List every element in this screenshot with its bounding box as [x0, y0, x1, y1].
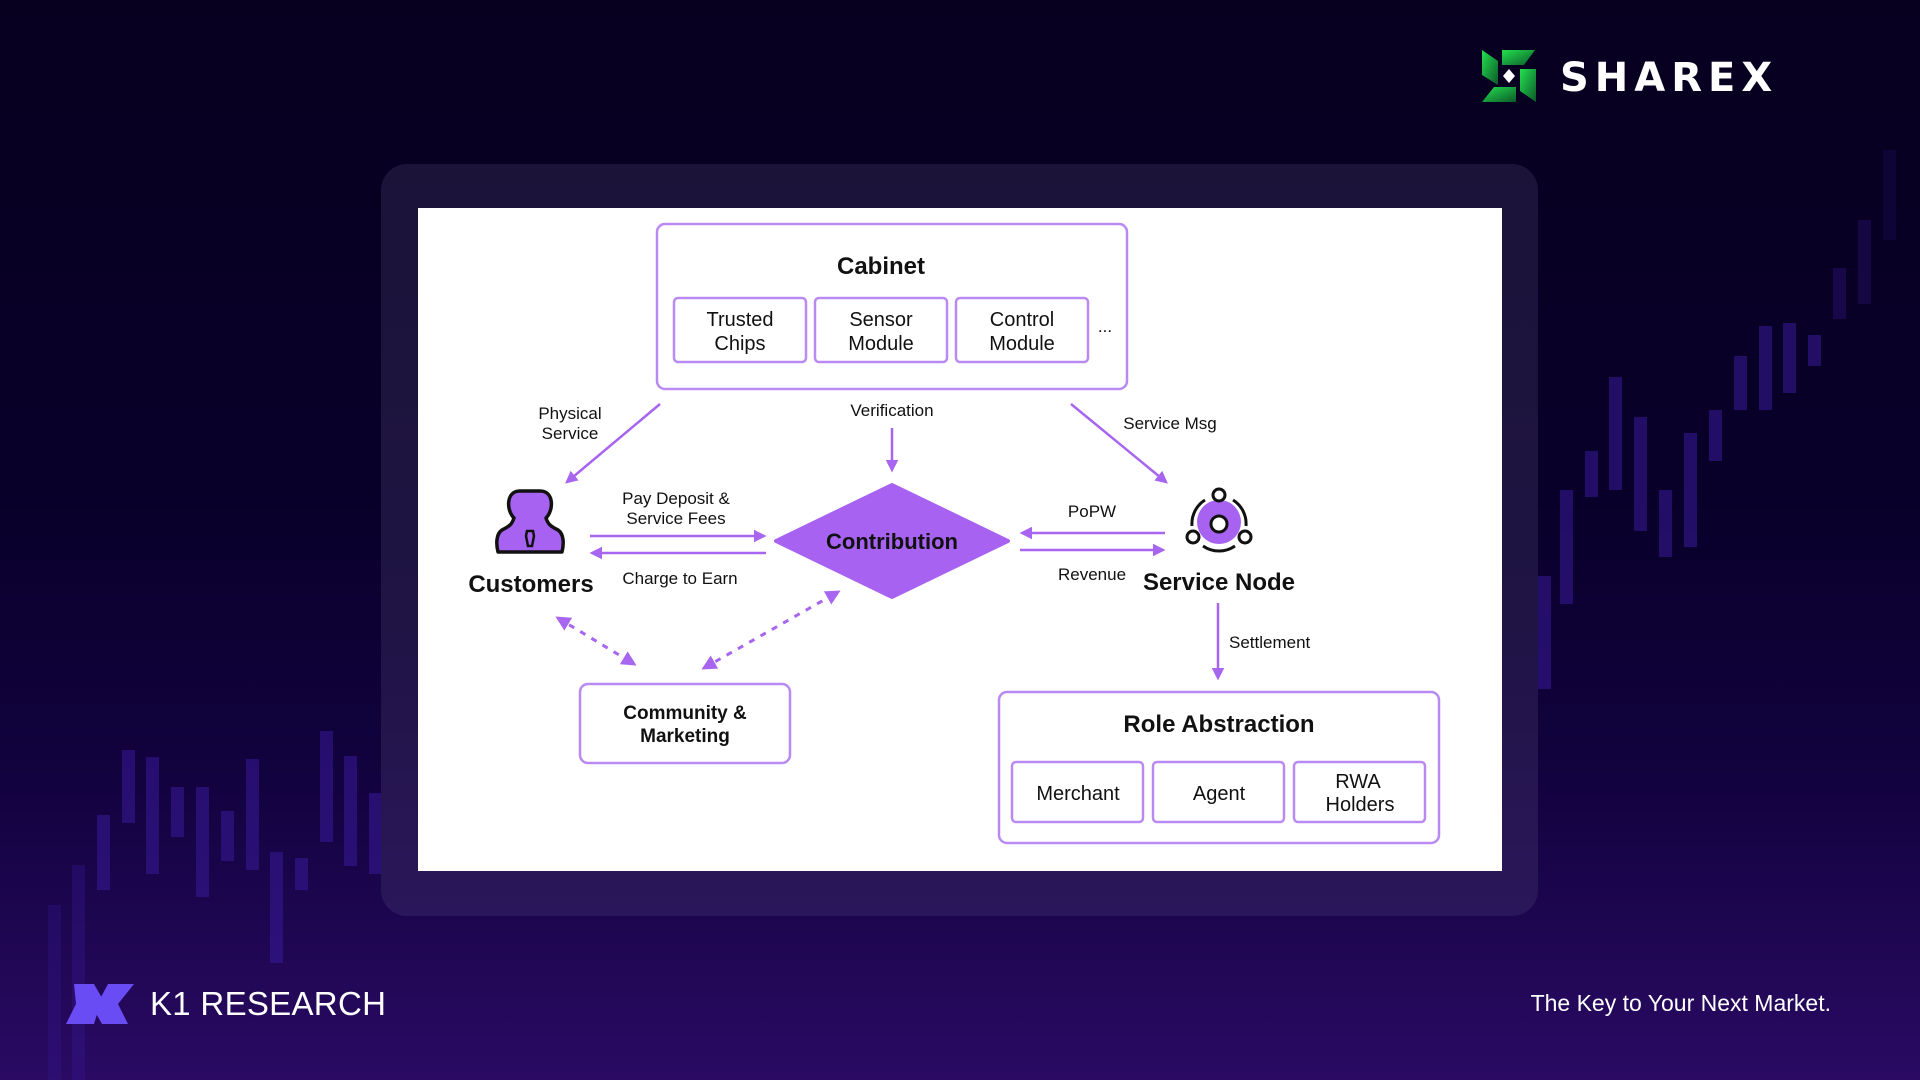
rwa-holders-label-line2: Holders — [1326, 794, 1395, 816]
cabinet-item-control-module — [954, 296, 1090, 364]
role-abstraction-group: Role Abstraction Merchant Agent RWA Hold… — [997, 690, 1441, 845]
rwa-holders-label-line1: RWA — [1335, 771, 1381, 793]
sensor-module-label-line1: Sensor — [849, 309, 913, 331]
customers-community-dotted-arrow — [555, 616, 637, 666]
community-contribution-dotted-arrow — [701, 590, 841, 670]
role-item-agent — [1151, 760, 1286, 824]
network-node-icon — [1185, 487, 1253, 553]
settlement-label: Settlement — [1229, 633, 1311, 652]
cabinet-title: Cabinet — [837, 253, 925, 280]
cabinet-group: Cabinet Trusted Chips Sensor Module Cont… — [655, 222, 1129, 391]
role-item-merchant — [1010, 760, 1145, 824]
cabinet-item-trusted-chips — [672, 296, 808, 364]
service-msg-arrow — [1070, 403, 1168, 484]
role-abstraction-title: Role Abstraction — [1123, 711, 1314, 738]
trusted-chips-label-line1: Trusted — [706, 309, 773, 331]
merchant-label: Merchant — [1036, 783, 1120, 805]
popw-label: PoPW — [1068, 502, 1116, 521]
k1-logo-icon — [66, 984, 134, 1024]
community-label-line2: Marketing — [640, 726, 730, 747]
community-label-line1: Community & — [623, 703, 747, 724]
pay-deposit-label-line1: Pay Deposit & — [622, 489, 730, 508]
physical-service-label-line1: Physical — [538, 404, 601, 423]
physical-service-label-line2: Service — [542, 424, 599, 443]
person-icon — [495, 489, 565, 554]
cabinet-more-ellipsis: ... — [1098, 317, 1112, 336]
verification-label: Verification — [850, 401, 933, 420]
sensor-module-label-line2: Module — [848, 333, 914, 355]
pay-deposit-label-line2: Service Fees — [626, 509, 725, 528]
trusted-chips-label-line2: Chips — [714, 333, 765, 355]
agent-label: Agent — [1193, 783, 1246, 805]
control-module-label-line1: Control — [990, 309, 1054, 331]
service-node-label: Service Node — [1143, 569, 1295, 596]
community-marketing-box — [578, 682, 792, 765]
customers-label: Customers — [468, 571, 593, 598]
role-item-rwa-holders — [1292, 760, 1427, 824]
contribution-diamond — [774, 483, 1010, 599]
k1-research-brand: K1 RESEARCH — [64, 984, 386, 1024]
physical-service-arrow — [565, 403, 661, 484]
k1-research-wordmark: K1 RESEARCH — [150, 985, 387, 1022]
contribution-label: Contribution — [826, 529, 958, 554]
charge-to-earn-label: Charge to Earn — [622, 569, 737, 588]
cabinet-item-sensor-module — [813, 296, 949, 364]
sharex-logo: SHAREX — [1482, 50, 1778, 102]
sharex-pinwheel-icon — [1482, 50, 1536, 102]
control-module-label-line2: Module — [989, 333, 1055, 355]
service-msg-label: Service Msg — [1123, 414, 1217, 433]
tagline: The Key to Your Next Market. — [1530, 990, 1831, 1016]
sharex-wordmark: SHAREX — [1560, 55, 1778, 101]
revenue-label: Revenue — [1058, 565, 1126, 584]
